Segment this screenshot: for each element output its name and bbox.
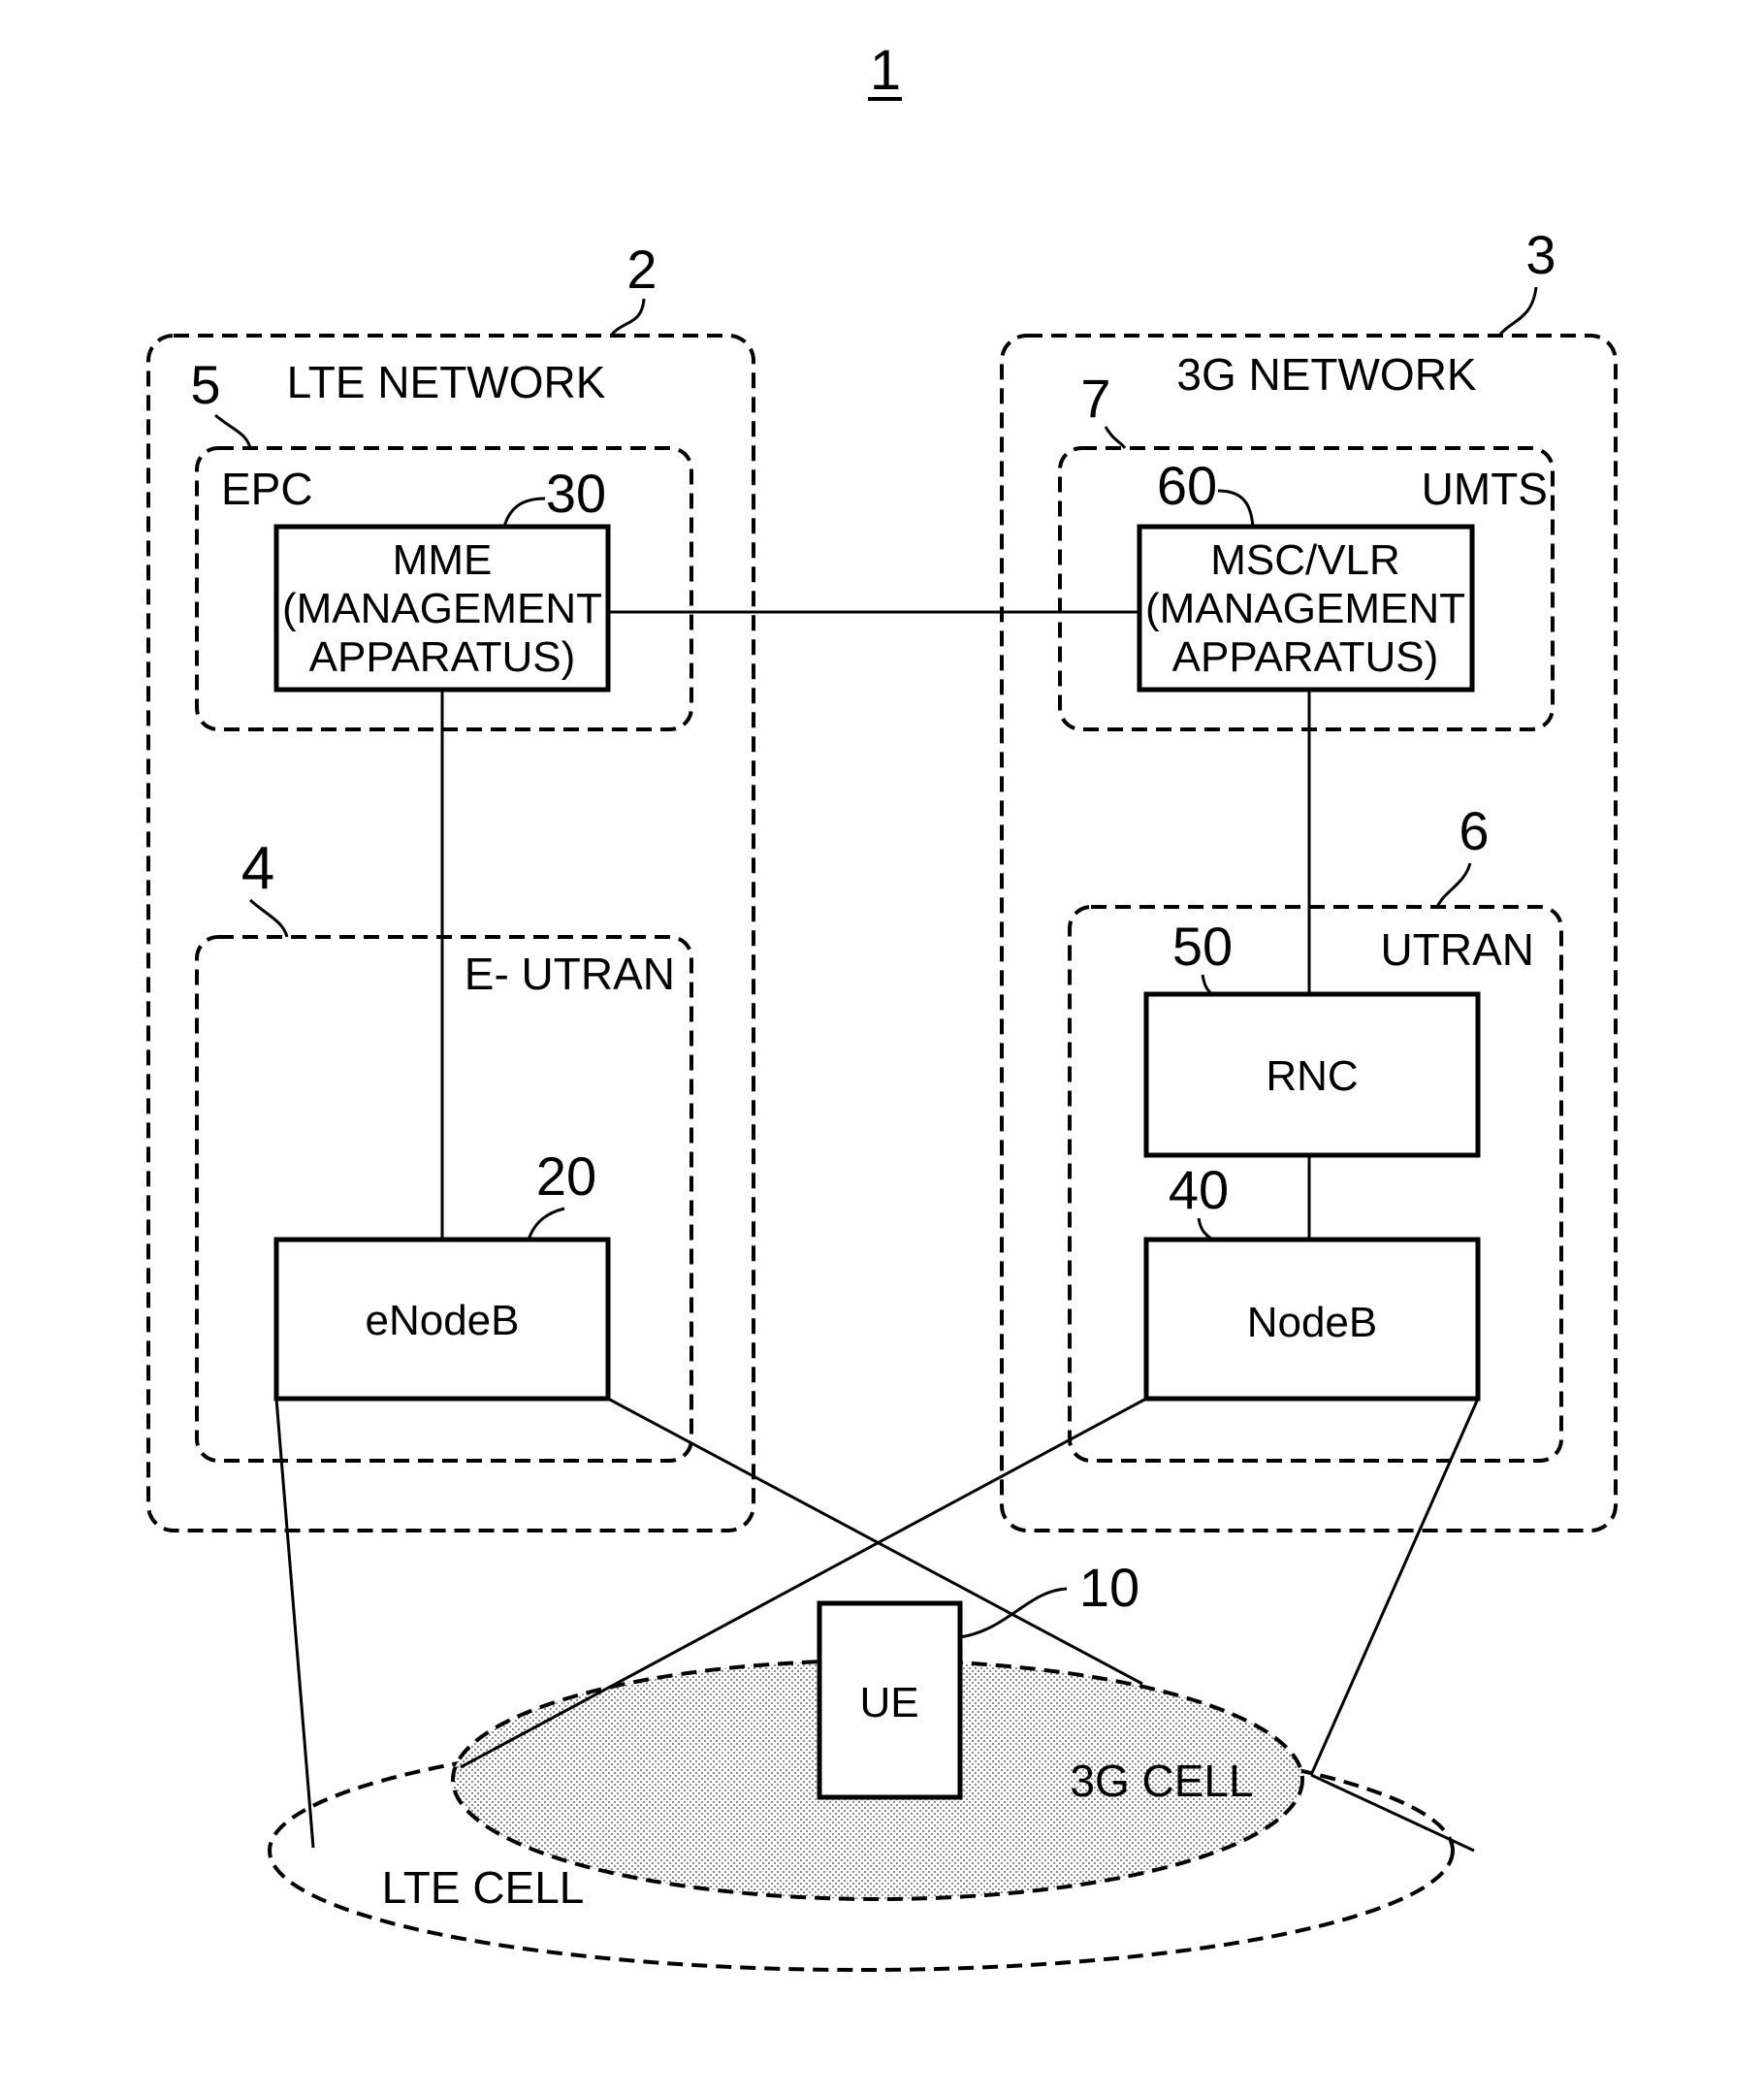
lte-network-ref: 2 bbox=[626, 239, 657, 300]
3g-cell-tail-line bbox=[1311, 1775, 1474, 1851]
msc-vlr-leader bbox=[1218, 491, 1253, 527]
umts-ref: 7 bbox=[1080, 368, 1110, 429]
mme-label-line1: MME bbox=[393, 536, 493, 584]
3g-network-ref: 3 bbox=[1525, 224, 1556, 285]
figure-number: 1 bbox=[870, 39, 901, 102]
lte-network-leader bbox=[611, 299, 644, 336]
nodeb-coverage-right bbox=[1311, 1399, 1478, 1775]
utran-leader bbox=[1437, 863, 1470, 907]
3g-cell-label: 3G CELL bbox=[1070, 1756, 1253, 1806]
eutran-ref: 4 bbox=[241, 835, 274, 902]
nodeb-ref: 40 bbox=[1169, 1159, 1229, 1220]
eutran-title: E- UTRAN bbox=[465, 949, 675, 999]
enodeb-ref: 20 bbox=[536, 1145, 596, 1207]
enodeb-leader bbox=[529, 1209, 564, 1240]
rnc-leader bbox=[1203, 975, 1212, 994]
3g-network-title: 3G NETWORK bbox=[1176, 349, 1477, 400]
eutran-leader bbox=[250, 900, 287, 937]
lte-cell-label: LTE CELL bbox=[382, 1862, 585, 1913]
epc-leader bbox=[215, 415, 250, 448]
mme-label-line2: (MANAGEMENT bbox=[282, 585, 602, 632]
utran-title: UTRAN bbox=[1381, 924, 1534, 975]
epc-ref: 5 bbox=[190, 354, 220, 415]
msc-vlr-label-line2: (MANAGEMENT bbox=[1145, 585, 1465, 632]
epc-title: EPC bbox=[221, 464, 313, 514]
umts-title: UMTS bbox=[1422, 464, 1548, 514]
mme-label-line3: APPARATUS) bbox=[309, 633, 576, 681]
rnc-label: RNC bbox=[1266, 1052, 1358, 1100]
3g-network-leader bbox=[1499, 287, 1536, 336]
mme-ref: 30 bbox=[546, 463, 606, 524]
nodeb-label: NodeB bbox=[1247, 1299, 1378, 1346]
ue-ref: 10 bbox=[1079, 1557, 1139, 1618]
enodeb-label: eNodeB bbox=[365, 1297, 519, 1344]
utran-ref: 6 bbox=[1459, 800, 1489, 861]
enodeb-coverage-left bbox=[276, 1399, 313, 1848]
ue-label: UE bbox=[859, 1679, 918, 1726]
rnc-ref: 50 bbox=[1172, 916, 1233, 977]
lte-network-title: LTE NETWORK bbox=[287, 357, 606, 407]
umts-leader bbox=[1106, 427, 1125, 448]
msc-vlr-label-line3: APPARATUS) bbox=[1172, 633, 1439, 681]
mme-leader bbox=[504, 499, 545, 527]
nodeb-leader bbox=[1199, 1218, 1212, 1240]
msc-vlr-ref: 60 bbox=[1157, 455, 1217, 516]
msc-vlr-label-line1: MSC/VLR bbox=[1210, 536, 1400, 584]
